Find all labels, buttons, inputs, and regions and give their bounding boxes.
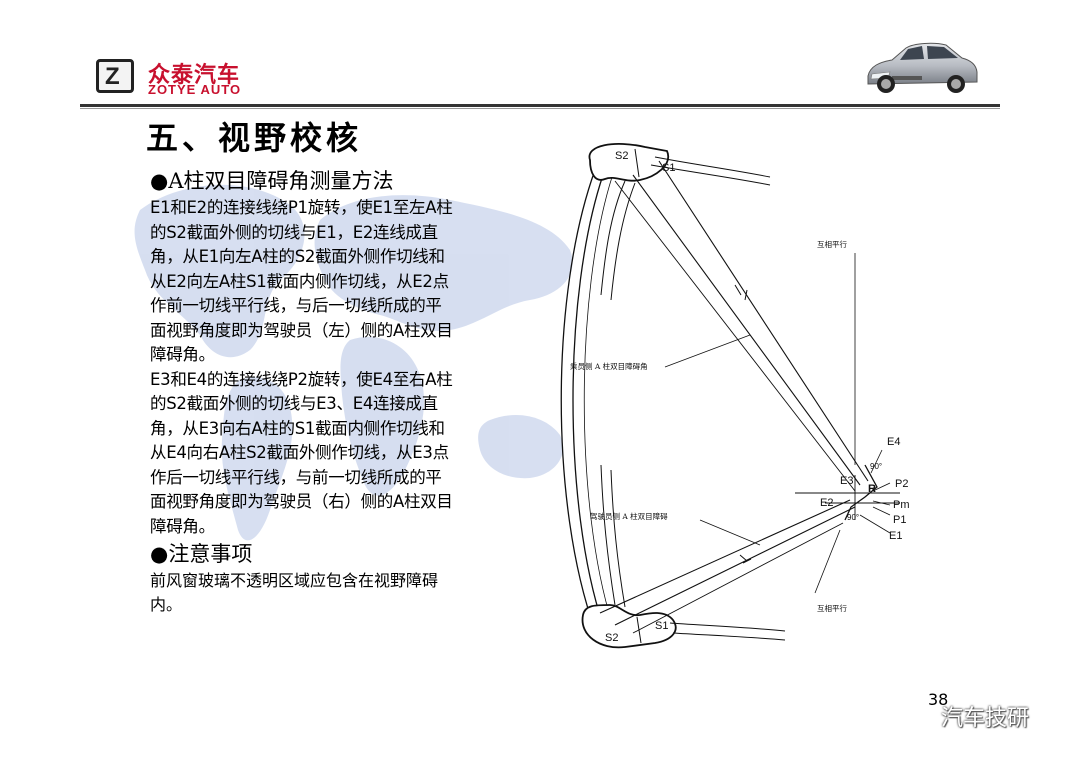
zotye-logo: Z 众泰汽车 ZOTYE AUTO	[96, 57, 281, 99]
label-p1: P1	[893, 514, 906, 526]
paragraph-line: 角，从E1向左A柱的S2截面外侧作切线和	[150, 247, 445, 266]
paragraph-line: 的S2截面外侧的切线与E1，E2连线成直	[150, 222, 438, 242]
slide-title: 五、视野校核	[146, 119, 363, 157]
header-divider-thin	[80, 108, 1000, 109]
paragraph-line: 的S2截面外侧的切线与E3、E4连接成直	[150, 394, 438, 413]
paragraph-line: E1和E2的连接线绕P1旋转，使E1至左A柱	[150, 198, 453, 217]
paragraph-line: 从E4向右A柱S2截面外侧作切线，从E3点	[150, 443, 449, 462]
label-parallel-top: 互相平行	[817, 239, 847, 249]
paragraph-line: 作前一切线平行线，与后一切线所成的平	[150, 296, 442, 315]
car-photo-icon	[867, 42, 978, 93]
label-r: R	[868, 483, 876, 495]
text-column: ●A柱双目障碍角测量方法 E1和E2的连接线绕P1旋转，使E1至左A柱 的S2截…	[150, 166, 540, 617]
logo-chinese-text: 众泰汽车	[148, 63, 241, 88]
paragraph-line: 内。	[150, 595, 183, 614]
paragraph-line: 角，从E3向右A柱的S1截面内侧作切线和	[150, 418, 445, 438]
label-angle-bottom: 90°	[847, 513, 859, 522]
paragraph-line: 障碍角。	[150, 345, 215, 364]
label-e3: E3	[840, 475, 853, 487]
logo-english-text: ZOTYE AUTO	[148, 82, 242, 97]
zotye-logo-icon: Z	[96, 59, 134, 93]
slide-header: Z 众泰汽车 ZOTYE AUTO	[0, 0, 1080, 115]
paragraph-line: 障碍角。	[150, 516, 215, 536]
label-pm: Pm	[893, 499, 910, 511]
label-s2-top: S2	[615, 150, 628, 162]
section1-paragraph: E1和E2的连接线绕P1旋转，使E1至左A柱 的S2截面外侧的切线与E1，E2连…	[150, 196, 540, 539]
label-s1-top: S1	[662, 162, 675, 174]
label-driver-angle: 驾驶员侧 A 柱双目障碍	[590, 511, 668, 521]
paragraph-line: E3和E4的连接线绕P2旋转，使E4至右A柱	[150, 369, 453, 389]
paragraph-line: 前风窗玻璃不透明区域应包含在视野障碍	[150, 571, 439, 590]
paragraph-line: 作后一切线平行线，与前一切线所成的平	[150, 467, 442, 487]
header-divider	[80, 104, 1000, 107]
label-parallel-bottom: 互相平行	[817, 603, 847, 613]
paragraph-line: 从E2向左A柱S1截面内侧作切线，从E2点	[150, 271, 449, 291]
label-angle-top: 90°	[870, 462, 882, 471]
section1-heading: ●A柱双目障碍角测量方法	[150, 169, 394, 193]
watermark-text: 汽车技研	[941, 706, 1030, 731]
world-map-background	[134, 184, 573, 541]
label-p2: P2	[895, 478, 908, 490]
label-e2: E2	[820, 497, 833, 509]
paragraph-line: 面视野角度即为驾驶员（右）侧的A柱双目	[150, 492, 453, 511]
label-s2-bottom: S2	[605, 632, 618, 644]
wechat-icon	[893, 706, 931, 732]
a-pillar-obstruction-diagram: S2 S1 S2 S1 E4 E3 E2 P2 Pm P1 E1 R 90° 9…	[560, 143, 910, 649]
label-e1: E1	[889, 530, 902, 542]
watermark: 汽车技研	[890, 700, 1029, 734]
paragraph-line: 面视野角度即为驾驶员（左）侧的A柱双目	[150, 320, 453, 340]
label-e4: E4	[887, 436, 900, 448]
section2-heading: ●注意事项	[150, 542, 253, 566]
section2-paragraph: 前风窗玻璃不透明区域应包含在视野障碍 内。	[150, 569, 540, 617]
page-number: 38	[928, 690, 949, 709]
label-s1-bottom: S1	[655, 620, 668, 632]
label-passenger-angle: 乘员侧 A 柱双目障碍角	[570, 361, 648, 371]
